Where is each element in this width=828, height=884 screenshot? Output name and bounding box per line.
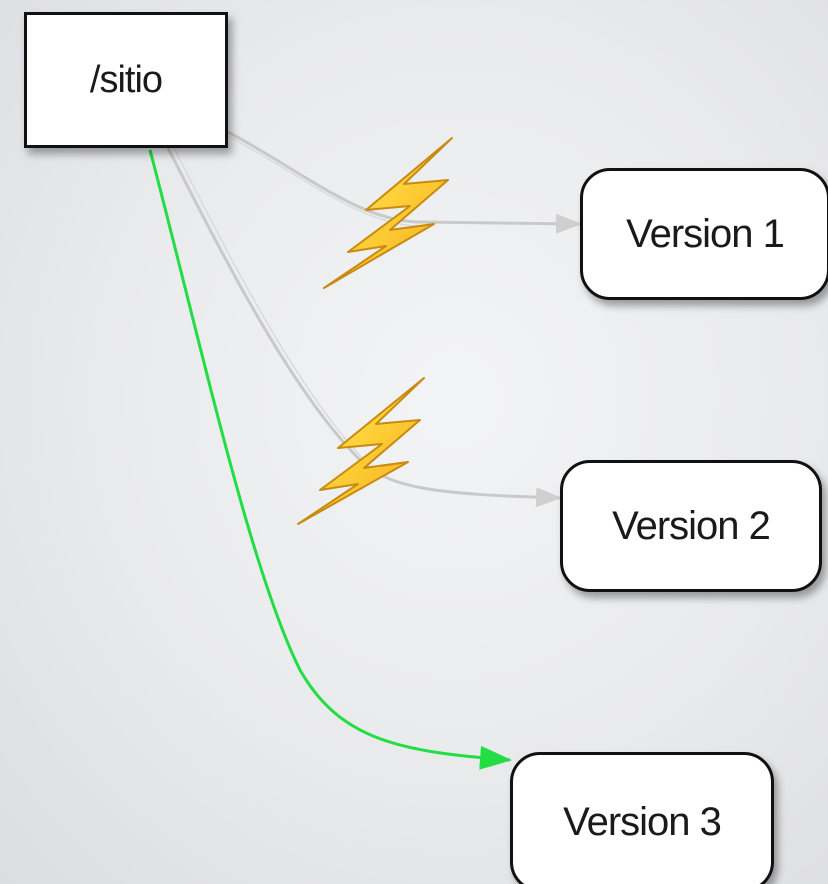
- node-sitio-label: /sitio: [89, 58, 163, 101]
- node-version-1[interactable]: Version 1: [580, 168, 828, 300]
- lightning-bolt-icon: [323, 137, 453, 289]
- node-version-3[interactable]: Version 3: [510, 752, 774, 884]
- node-version-1-label: Version 1: [626, 211, 785, 256]
- edge-sitio-version-1: [227, 130, 582, 234]
- node-sitio[interactable]: /sitio: [24, 12, 228, 148]
- lightning-bolt-icon: [297, 377, 425, 525]
- node-version-3-label: Version 3: [563, 799, 722, 844]
- node-version-2-label: Version 2: [612, 503, 771, 548]
- node-version-2[interactable]: Version 2: [560, 460, 822, 592]
- edge-sitio-version-3: [148, 149, 512, 770]
